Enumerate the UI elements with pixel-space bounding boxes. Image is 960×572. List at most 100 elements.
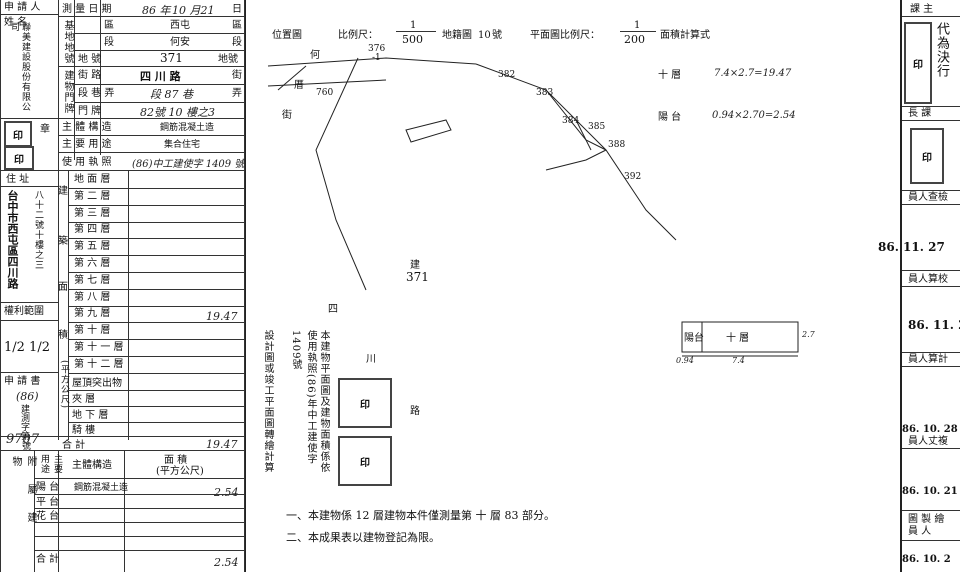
area-label: 面 xyxy=(58,282,68,293)
building-lot: 371 xyxy=(406,270,429,284)
sum2-label: 合 計 xyxy=(36,554,60,565)
ownership-label: 權利範圍 xyxy=(4,306,44,317)
drawer-date: 86. 10. 2 xyxy=(902,554,951,565)
district-value: 西屯 xyxy=(170,20,190,31)
chief-stamp: 印 xyxy=(910,128,944,184)
scale-den: 500 xyxy=(402,33,423,46)
boundary-line xyxy=(315,57,367,291)
lot-label: 地 號 xyxy=(78,54,102,65)
supervisor-stamp: 印 xyxy=(904,22,932,104)
sum2-value: 2.54 xyxy=(214,556,239,569)
row-divider xyxy=(68,305,244,307)
road-si: 四 xyxy=(328,304,338,315)
floor-row-label: 第 五 層 xyxy=(74,241,111,253)
floor-row-label: 第 九 層 xyxy=(74,308,111,320)
road-line xyxy=(267,57,477,67)
street-suffix: 街 xyxy=(232,70,242,81)
row-divider xyxy=(68,356,244,357)
app-doc-label: 申 請 書 xyxy=(4,376,41,387)
measure-date-label: 測 量 日 期 xyxy=(62,4,112,15)
road-line xyxy=(267,79,387,87)
district-label: 區 xyxy=(104,20,114,31)
floor-scale-num: 1 xyxy=(634,20,641,31)
row-divider xyxy=(74,33,244,34)
lot-388: 388 xyxy=(608,140,626,150)
area2-label: 面 積 xyxy=(164,455,188,466)
address-value: 台中市西屯區四川路 xyxy=(6,190,19,289)
pyramid-label: 築 xyxy=(58,236,68,247)
row-divider xyxy=(58,152,244,153)
app-doc-year: (86) xyxy=(16,390,39,403)
lane-value: 段 87 巷 xyxy=(150,88,193,101)
unit-label: (平方公尺) xyxy=(59,360,69,410)
total-label: 合 計 xyxy=(62,440,86,451)
floor-row-label: 第 八 層 xyxy=(74,291,111,303)
building-survey-table: 申 請 人 姓 名 測 量 日 期 86 年 10 月21 日 基地地號 區 西… xyxy=(0,0,246,572)
location-label: 位置圖 xyxy=(272,30,302,41)
measure-year: 86 年 xyxy=(142,4,171,17)
lot-376: 376 xyxy=(368,44,386,54)
supervisor-sign: 代為決行 xyxy=(934,22,949,78)
lot-382: 382 xyxy=(498,70,516,80)
product-label: 積 xyxy=(58,330,68,341)
floor-row-label: 第 六 層 xyxy=(74,258,111,269)
row-divider xyxy=(68,390,244,391)
floor-scale-den: 200 xyxy=(624,33,645,46)
lot-392: 392 xyxy=(624,172,642,182)
official-seal-2: 印 xyxy=(338,436,392,486)
flower-label: 花 台 xyxy=(36,511,60,522)
row-divider xyxy=(68,204,244,206)
door-value: 82號 10 樓之3 xyxy=(140,106,215,119)
arcade-label: 騎 樓 xyxy=(72,425,96,436)
floor-row-label: 第 七 層 xyxy=(74,274,111,286)
row-divider xyxy=(0,372,58,373)
lot-suffix: 地號 xyxy=(218,54,238,65)
lot-383: 383 xyxy=(536,88,554,98)
row-divider xyxy=(902,352,960,353)
section-value: 何安 xyxy=(170,37,190,48)
floor-plan-dim1: 0.94 xyxy=(676,356,694,365)
floor10-area: 19.47 xyxy=(206,310,238,323)
street-he: 何 xyxy=(310,50,320,61)
ownership-value: 1/2 1/2 xyxy=(4,340,50,355)
row-divider xyxy=(68,372,244,374)
row-divider xyxy=(68,339,244,341)
balcony-structure: 鋼筋混凝土造 xyxy=(74,483,129,493)
main-structure2-label: 主體構造 xyxy=(72,460,112,471)
measure-date-value: 10 月21 xyxy=(172,4,215,17)
supervisor-label: 課 主 xyxy=(910,4,934,15)
column-divider xyxy=(244,0,245,572)
row-divider xyxy=(902,120,960,121)
row-divider xyxy=(68,221,244,223)
plan-area: 位置圖 比例尺： 1 500 地籍圖 10 號 平面圖比例尺： 1 200 面積… xyxy=(246,0,900,572)
row-divider xyxy=(68,288,244,290)
floor-scale-label: 平面圖比例尺： xyxy=(530,30,600,41)
floor-plan-balcony: 陽台 xyxy=(684,333,704,344)
row-divider xyxy=(34,550,244,551)
row-divider xyxy=(58,16,244,17)
row-divider xyxy=(68,322,244,324)
row-divider xyxy=(58,135,244,136)
boundary-line xyxy=(575,119,592,151)
boundary-line xyxy=(475,63,677,241)
row-divider xyxy=(74,84,244,85)
checker-label: 員人查檢 xyxy=(908,192,948,203)
floor-row-label: 第 十 二 層 xyxy=(74,358,124,370)
floor10-calc: 7.4×2.7=19.47 xyxy=(714,68,792,79)
road-chuan: 川 xyxy=(366,354,376,365)
table-border xyxy=(0,0,1,572)
row-divider xyxy=(68,238,244,240)
lot-376-1: -1 xyxy=(372,53,381,63)
cadastral-map xyxy=(267,57,799,357)
official-seal-1: 印 xyxy=(338,378,392,428)
checker-date: 86. 11. 27 xyxy=(878,240,945,254)
road-arrow xyxy=(277,65,307,91)
floor-plan-dim2: 7.4 xyxy=(732,356,745,365)
address-value-2: 八十二號十樓之三 xyxy=(33,190,43,270)
map-label: 地籍圖 xyxy=(442,30,472,41)
attached-label: 附屬建物 xyxy=(10,456,36,540)
row-divider xyxy=(0,436,244,437)
row-divider xyxy=(74,102,244,103)
license-label: 使 用 執 照 xyxy=(62,157,112,168)
street-jie: 街 xyxy=(282,110,292,121)
